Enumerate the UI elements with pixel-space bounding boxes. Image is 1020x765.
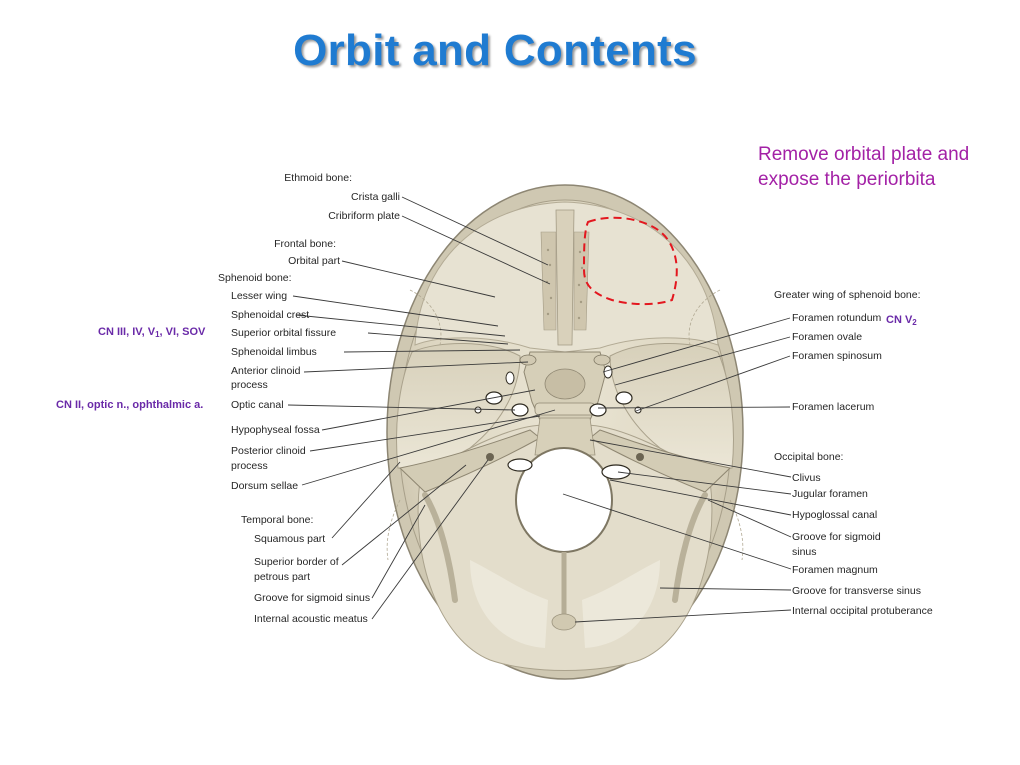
- clivus-shape: [534, 417, 596, 456]
- label-foramen-lacerum: Foramen lacerum: [792, 401, 875, 413]
- label-hypoglossal-canal: Hypoglossal canal: [792, 509, 877, 521]
- label-jugular-foramen: Jugular foramen: [792, 488, 868, 500]
- label-foramen-magnum: Foramen magnum: [792, 564, 878, 576]
- internal-acoustic-meatus-left: [486, 453, 494, 461]
- label-groove-sigmoid-left: Groove for sigmoid sinus: [254, 592, 370, 604]
- label-cribriform-plate: Cribriform plate: [328, 210, 400, 222]
- cn-sof-text: CN III, IV, V: [98, 326, 156, 338]
- sigmoid-groove-right: [672, 492, 708, 603]
- cn-optic-label: CN II, optic n., ophthalmic a.: [56, 399, 204, 411]
- cn-v2-subscript: 2: [912, 318, 917, 327]
- label-anterior-clinoid-1: Anterior clinoid: [231, 365, 301, 377]
- label-squamous-part: Squamous part: [254, 533, 325, 545]
- hypophyseal-fossa-shape: [544, 368, 586, 400]
- anterior-clinoid-left: [519, 354, 537, 366]
- foramen-ovale-right: [615, 391, 633, 405]
- label-superior-border-2: petrous part: [254, 571, 310, 583]
- label-optic-canal: Optic canal: [231, 399, 284, 411]
- slide-title: Orbit and Contents: [293, 26, 697, 75]
- label-groove-sigmoid-2: sinus: [792, 546, 817, 558]
- label-internal-occipital-protuberance: Internal occipital protuberance: [792, 605, 933, 617]
- label-groove-sigmoid-1: Groove for sigmoid: [792, 531, 881, 543]
- label-dorsum-sellae: Dorsum sellae: [231, 480, 298, 492]
- internal-acoustic-meatus-right: [636, 453, 644, 461]
- label-hypophyseal-fossa: Hypophyseal fossa: [231, 424, 320, 436]
- label-crista-galli: Crista galli: [351, 191, 400, 203]
- label-ethmoid-bone: Ethmoid bone:: [284, 172, 352, 184]
- optic-canal-right: [589, 403, 607, 417]
- cn-sof-subscript: 1: [155, 330, 160, 339]
- anterior-clinoid-right: [593, 354, 611, 366]
- label-frontal-bone: Frontal bone:: [274, 238, 336, 250]
- cn-v2-text: CN V: [886, 314, 913, 326]
- label-lesser-wing: Lesser wing: [231, 290, 287, 302]
- label-foramen-spinosum: Foramen spinosum: [792, 350, 882, 362]
- jugular-foramen-right: [601, 464, 631, 480]
- label-orbital-part: Orbital part: [288, 255, 340, 267]
- label-sphenoidal-crest: Sphenoidal crest: [231, 309, 309, 321]
- instruction-note-line-2: expose the periorbita: [758, 169, 936, 190]
- label-superior-border-1: Superior border of: [254, 556, 339, 568]
- label-anterior-clinoid-2: process: [231, 379, 268, 391]
- label-sphenoid-bone: Sphenoid bone:: [218, 272, 292, 284]
- internal-occipital-protuberance-shape: [551, 613, 577, 631]
- cn-v2-label: CN V2: [886, 314, 917, 327]
- cribriform-plate-shape: [540, 231, 590, 331]
- instruction-note: Remove orbital plate and expose the peri…: [758, 142, 1020, 192]
- label-superior-orbital-fissure: Superior orbital fissure: [231, 327, 336, 339]
- label-posterior-clinoid-1: Posterior clinoid: [231, 445, 306, 457]
- cerebellar-fossa-left: [470, 560, 548, 648]
- label-greater-wing: Greater wing of sphenoid bone:: [774, 289, 921, 301]
- label-clivus: Clivus: [792, 472, 821, 484]
- label-groove-transverse: Groove for transverse sinus: [792, 585, 921, 597]
- foramen-spinosum-left: [474, 406, 482, 414]
- cn-sof-suffix: , VI, SOV: [159, 326, 206, 338]
- orbital-plate-dashed-outline: [582, 216, 678, 306]
- label-sphenoidal-limbus: Sphenoidal limbus: [231, 346, 317, 358]
- label-occipital-bone: Occipital bone:: [774, 451, 843, 463]
- label-foramen-rotundum: Foramen rotundum: [792, 312, 882, 324]
- foramen-rotundum-left: [505, 371, 515, 385]
- label-foramen-ovale: Foramen ovale: [792, 331, 862, 343]
- instruction-note-line-1: Remove orbital plate and: [758, 144, 970, 165]
- sigmoid-groove-left: [422, 492, 458, 603]
- foramen-rotundum-right: [603, 365, 613, 379]
- jugular-foramen-left: [507, 458, 533, 472]
- label-temporal-bone: Temporal bone:: [241, 514, 313, 526]
- label-internal-acoustic-meatus: Internal acoustic meatus: [254, 613, 368, 625]
- crista-galli-shape: [555, 209, 575, 346]
- cn-sof-label: CN III, IV, V1, VI, SOV: [98, 326, 206, 339]
- cerebellar-fossa-right: [582, 560, 660, 648]
- leader-lines: [287, 196, 792, 623]
- label-posterior-clinoid-2: process: [231, 460, 268, 472]
